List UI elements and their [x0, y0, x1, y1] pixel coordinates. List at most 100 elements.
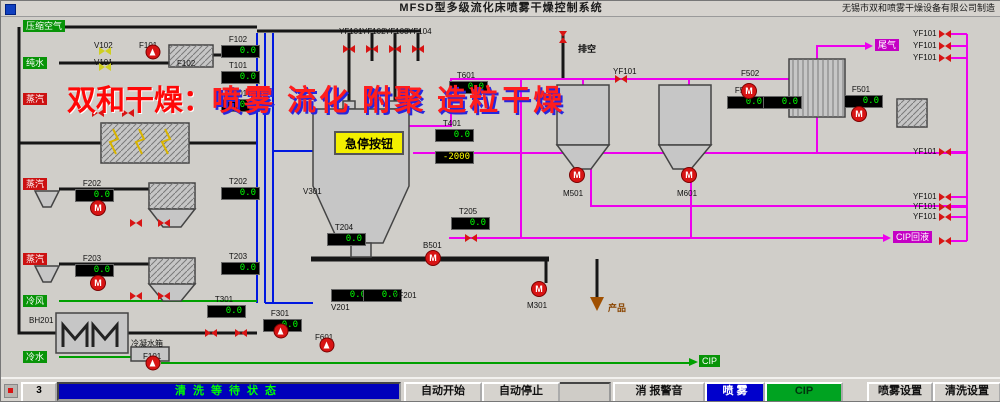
- value-display: 0.0: [844, 95, 883, 108]
- valve-icon[interactable]: [99, 63, 111, 71]
- pipe-tag: 蒸汽: [23, 178, 48, 190]
- footer-button-auto-stop[interactable]: 自动停止: [482, 382, 560, 401]
- device-label: YF101: [913, 41, 937, 50]
- valve-icon[interactable]: [389, 45, 401, 53]
- motor-indicator[interactable]: M: [90, 275, 106, 291]
- pipe-tag: 冷风: [23, 295, 48, 307]
- device-label: YF101: [913, 212, 937, 221]
- device-label: V102: [94, 41, 113, 50]
- valve-icon[interactable]: [939, 54, 951, 62]
- valve-icon[interactable]: [939, 148, 951, 156]
- device-label: M301: [527, 301, 548, 310]
- valve-icon[interactable]: [412, 45, 424, 53]
- display-label: F301: [270, 309, 290, 318]
- valve-icon[interactable]: [939, 42, 951, 50]
- manufacturer-label: 无锡市双和喷雾干燥设备有限公司制造: [841, 3, 995, 13]
- motor-indicator[interactable]: M: [851, 106, 867, 122]
- display-label: T301: [214, 295, 234, 304]
- value-display: 0.0: [221, 99, 260, 112]
- status-bar: 清洗等待状态: [57, 382, 401, 401]
- value-display: 0.0: [449, 81, 488, 94]
- valve-icon[interactable]: [615, 75, 627, 83]
- motor-indicator[interactable]: M: [531, 281, 547, 297]
- device-label: YF102: [362, 27, 386, 36]
- pipe-tag: 尾气: [875, 39, 900, 51]
- pipe-tag: 排空: [578, 44, 597, 54]
- page-indicator[interactable]: 3: [21, 382, 57, 401]
- valve-icon[interactable]: [158, 219, 170, 227]
- value-display: 0.0: [451, 217, 490, 230]
- display-label: F202: [82, 179, 102, 188]
- valve-icon[interactable]: [939, 193, 951, 201]
- device-label: B501: [423, 241, 442, 250]
- value-display: 0.0: [221, 262, 260, 275]
- display-label: T401: [442, 119, 462, 128]
- pump-indicator[interactable]: [145, 355, 161, 371]
- valve-icon[interactable]: [92, 109, 104, 117]
- valve-icon[interactable]: [130, 219, 142, 227]
- value-display: 0.0: [207, 305, 246, 318]
- motor-indicator[interactable]: M: [681, 167, 697, 183]
- display-label: T101: [228, 61, 248, 70]
- value-display: 0.0: [221, 71, 260, 84]
- display-label: T203: [228, 252, 248, 261]
- value-display: 0.0: [331, 289, 370, 302]
- pipe-tag: 冷水: [23, 351, 48, 363]
- valve-icon[interactable]: [939, 237, 951, 245]
- footer-button-cip[interactable]: CIP: [765, 382, 843, 401]
- display-label: F501: [851, 85, 871, 94]
- pump-indicator[interactable]: [145, 44, 161, 60]
- emergency-stop-button[interactable]: 急停按钮: [334, 131, 404, 155]
- display-label: T202: [228, 177, 248, 186]
- pipe-tag: CIP回液: [893, 231, 933, 243]
- pipe-tag: 蒸汽: [23, 253, 48, 265]
- device-label: YF201: [393, 291, 417, 300]
- value-display: 0.0: [435, 129, 474, 142]
- display-label: F203: [82, 254, 102, 263]
- footer-button-clean-settings[interactable]: 清洗设置: [933, 382, 1000, 401]
- pump-indicator[interactable]: [319, 337, 335, 353]
- value-display: 0.0: [763, 96, 802, 109]
- device-label: 冷凝水箱: [131, 339, 163, 348]
- page-title: MFSD型多级流化床喷雾干燥控制系统: [399, 2, 603, 14]
- motor-indicator[interactable]: M: [741, 83, 757, 99]
- valve-icon[interactable]: [122, 109, 134, 117]
- device-label: V301: [303, 187, 322, 196]
- valve-icon[interactable]: [130, 292, 142, 300]
- display-label: T204: [334, 223, 354, 232]
- device-label: M501: [563, 189, 584, 198]
- footer-button-auto-start[interactable]: 自动开始: [404, 382, 482, 401]
- motor-indicator[interactable]: M: [425, 250, 441, 266]
- pipe-tag: 压缩空气: [23, 20, 66, 32]
- value-display: -2000: [435, 151, 474, 164]
- valve-icon[interactable]: [939, 30, 951, 38]
- title-bar: MFSD型多级流化床喷雾干燥控制系统 无锡市双和喷雾干燥设备有限公司制造: [1, 1, 1000, 17]
- valve-icon[interactable]: [939, 203, 951, 211]
- device-label: F502: [741, 69, 760, 78]
- device-label: BH201: [29, 316, 54, 325]
- footer-button-mute-alarm[interactable]: 消 报警音: [613, 382, 705, 401]
- footer-spacer: [557, 382, 611, 401]
- device-label: V201: [331, 303, 350, 312]
- footer-button-spray-settings[interactable]: 喷雾设置: [867, 382, 933, 401]
- valve-icon[interactable]: [939, 213, 951, 221]
- valve-icon[interactable]: [235, 329, 247, 337]
- valve-icon[interactable]: [99, 47, 111, 55]
- device-label: YF101: [913, 29, 937, 38]
- motor-indicator[interactable]: M: [569, 167, 585, 183]
- motor-indicator[interactable]: M: [90, 200, 106, 216]
- pipe-tag: 蒸汽: [23, 93, 48, 105]
- valve-icon[interactable]: [343, 45, 355, 53]
- valve-icon[interactable]: [559, 31, 567, 43]
- valve-icon[interactable]: [465, 234, 477, 242]
- valve-icon[interactable]: [366, 45, 378, 53]
- pump-indicator[interactable]: [273, 323, 289, 339]
- valve-icon[interactable]: [205, 329, 217, 337]
- alarm-tray-icon: [4, 384, 18, 398]
- footer-button-spray[interactable]: 喷 雾: [705, 382, 765, 401]
- valve-icon[interactable]: [158, 292, 170, 300]
- device-label: YF101: [613, 67, 637, 76]
